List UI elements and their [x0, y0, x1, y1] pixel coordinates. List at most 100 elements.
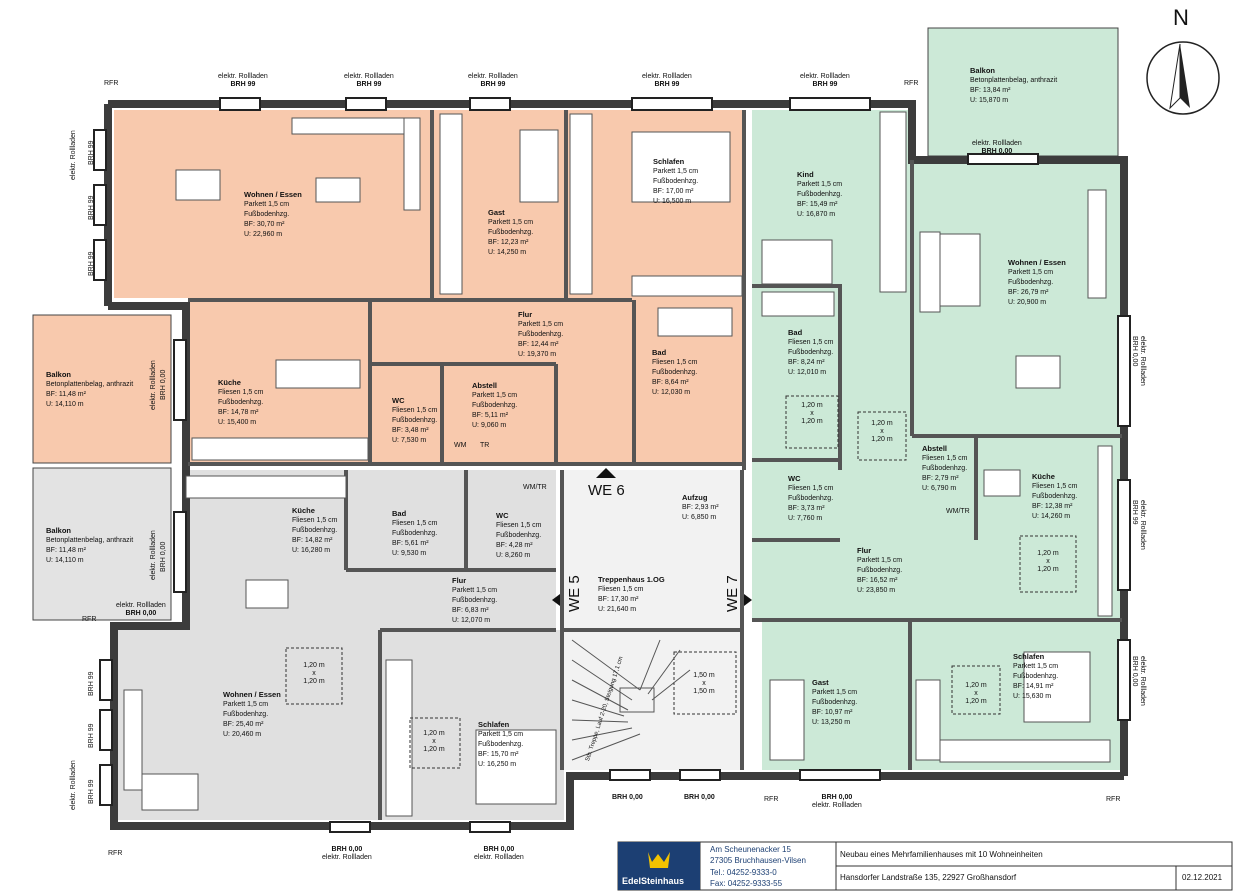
room-line: Parkett 1,5 cm	[472, 392, 518, 399]
room-line: BF: 30,70 m²	[244, 221, 285, 228]
room-line: BF: 14,78 m²	[218, 409, 259, 416]
room-kind-2: Kind Parkett 1,5 cm Fußbodenhzg. BF: 15,…	[797, 170, 842, 220]
crown-icon	[648, 852, 670, 868]
appliance-wmtr: WM/TR	[946, 508, 970, 515]
room-line: U: 14,250 m	[488, 249, 527, 256]
room-line: Fliesen 1,5 cm	[392, 407, 438, 414]
room-line: Fliesen 1,5 cm	[496, 522, 542, 529]
window-label-side: BRH 99	[88, 195, 95, 220]
room-line: Fußbodenhzg.	[1032, 493, 1078, 500]
furniture	[123, 111, 1113, 817]
room-line: Fliesen 1,5 cm	[788, 485, 834, 492]
room-line: BF: 16,52 m²	[857, 577, 898, 584]
room-title: Abstell	[472, 381, 498, 390]
room-line: BF: 3,73 m²	[788, 505, 825, 512]
room-line: Fliesen 1,5 cm	[652, 359, 698, 366]
room-flur-2: Flur Parkett 1,5 cm Fußbodenhzg. BF: 16,…	[857, 546, 902, 596]
room-line: Parkett 1,5 cm	[797, 181, 843, 188]
window-label-side: elektr. Rollladen	[1139, 336, 1146, 386]
room-line: Fußbodenhzg.	[472, 402, 518, 409]
room-line: BF: 4,28 m²	[496, 542, 533, 549]
rfr-label: RFR	[764, 796, 779, 803]
room-line: Fußbodenhzg.	[496, 532, 542, 539]
room-line: Parkett 1,5 cm	[223, 701, 269, 708]
room-line: U: 16,500 m	[653, 198, 692, 205]
room-title: Gast	[812, 678, 829, 687]
window-label-side: BRH 0,00	[160, 369, 167, 400]
room-line: U: 6,850 m	[682, 514, 717, 521]
balcony-line: BF: 11,48 m²	[46, 547, 86, 554]
room-line: Fußbodenhzg.	[653, 178, 699, 185]
room-line: U: 12,010 m	[788, 369, 827, 376]
room-line: Fußbodenhzg.	[518, 331, 564, 338]
room-title: WC	[496, 511, 509, 520]
room-title: Bad	[788, 328, 803, 337]
room-line: U: 14,260 m	[1032, 513, 1071, 520]
room-title: Wohnen / Essen	[223, 690, 281, 699]
window-label-side: elektr. Rollladen	[1139, 656, 1146, 706]
room-line: Parkett 1,5 cm	[452, 587, 498, 594]
room-title: Wohnen / Essen	[244, 190, 302, 199]
room-line: Fußbodenhzg.	[488, 229, 534, 236]
room-wc-3: WC Fliesen 1,5 cm Fußbodenhzg. BF: 4,28 …	[496, 511, 542, 561]
room-line: BF: 2,93 m²	[682, 504, 719, 511]
room-title: Küche	[218, 378, 241, 387]
room-title: WC	[392, 396, 405, 405]
north-label: N	[1173, 5, 1189, 30]
room-line: Fußbodenhzg.	[478, 741, 524, 748]
window-label-side: BRH 99	[88, 140, 95, 165]
room-line: Fußbodenhzg.	[797, 191, 843, 198]
appliance-wm: WM	[454, 442, 467, 449]
room-title: Schlafen	[653, 157, 685, 166]
room-line: U: 7,760 m	[788, 515, 823, 522]
room-line: BF: 15,70 m²	[478, 751, 519, 758]
room-wc-1: WC Fliesen 1,5 cm Fußbodenhzg. BF: 3,48 …	[392, 396, 438, 446]
room-line: BF: 15,49 m²	[797, 201, 838, 208]
room-line: BF: 12,23 m²	[488, 239, 529, 246]
room-line: U: 20,900 m	[1008, 299, 1047, 306]
room-line: BF: 8,24 m²	[788, 359, 825, 366]
window-label-side: elektr. Rollladen	[150, 530, 157, 580]
room-line: Fußbodenhzg.	[788, 349, 834, 356]
room-line: Parkett 1,5 cm	[244, 201, 290, 208]
room-abstell-1: Abstell Parkett 1,5 cm Fußbodenhzg. BF: …	[472, 381, 517, 431]
room-line: Fußbodenhzg.	[1008, 279, 1054, 286]
balcony-w2: Balkon Betonplattenbelag, anthrazit BF: …	[46, 526, 133, 566]
room-line: BF: 17,00 m²	[653, 188, 694, 195]
room-line: U: 15,400 m	[218, 419, 257, 426]
room-line: BF: 12,44 m²	[518, 341, 559, 348]
stair-steps	[571, 639, 691, 761]
window-label-side: BRH 99	[88, 723, 95, 748]
room-title: Bad	[652, 348, 667, 357]
room-wohnen-1: Wohnen / Essen Parkett 1,5 cm Fußbodenhz…	[244, 190, 302, 240]
room-line: BF: 26,79 m²	[1008, 289, 1049, 296]
room-title: Abstell	[922, 444, 948, 453]
room-schlafen-3: Schlafen Parkett 1,5 cm Fußbodenhzg. BF:…	[478, 720, 523, 770]
room-line: U: 9,530 m	[392, 550, 427, 557]
room-title: Flur	[452, 576, 467, 585]
room-line: Fußbodenhzg.	[922, 465, 968, 472]
room-title: Gast	[488, 208, 505, 217]
project-address: Hansdorfer Landstraße 135, 22927 Großhan…	[840, 873, 1017, 882]
room-line: U: 6,790 m	[922, 485, 957, 492]
room-line: BF: 3,48 m²	[392, 427, 429, 434]
room-line: Parkett 1,5 cm	[653, 168, 699, 175]
room-line: BF: 5,61 m²	[392, 540, 429, 547]
room-title: Bad	[392, 509, 407, 518]
room-schlafen-1: Schlafen Parkett 1,5 cm Fußbodenhzg. BF:…	[653, 157, 698, 207]
room-line: Fußbodenhzg.	[788, 495, 834, 502]
room-title: Küche	[1032, 472, 1055, 481]
room-line: Fliesen 1,5 cm	[218, 389, 264, 396]
window-label-side: BRH 99	[88, 779, 95, 804]
room-line: Fliesen 1,5 cm	[922, 455, 968, 462]
window-label-bottom: BRH 0,00	[684, 794, 715, 801]
company-address-2: 27305 Bruchhausen-Vilsen	[710, 856, 806, 865]
